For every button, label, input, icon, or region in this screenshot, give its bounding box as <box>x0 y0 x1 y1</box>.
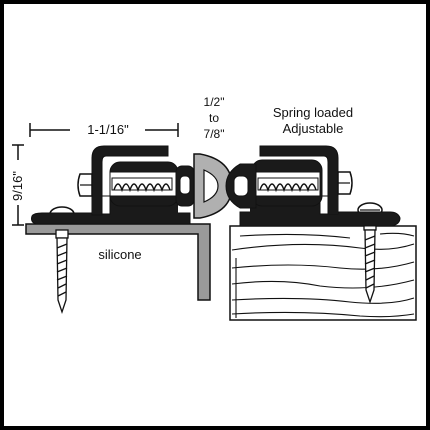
gap-label-mid: to <box>209 111 219 125</box>
silicone-label: silicone <box>98 247 141 262</box>
right-base-plate <box>239 211 401 227</box>
spring-label-line1: Spring loaded <box>273 105 353 120</box>
right-spring <box>257 177 319 193</box>
width-dimension <box>29 123 179 137</box>
right-bolt-head <box>337 171 353 195</box>
height-dimension <box>12 144 24 226</box>
gap-label-top: 1/2" <box>204 95 225 109</box>
width-dimension-label: 1-1/16" <box>87 122 129 137</box>
height-dimension-label: 9/16" <box>10 171 25 201</box>
left-spring <box>111 177 173 193</box>
steel-angle-frame <box>25 223 211 301</box>
left-bolt-head <box>77 173 93 197</box>
gap-label-bottom: 7/8" <box>204 127 225 141</box>
left-base-plate <box>31 212 191 225</box>
spring-label-line2: Adjustable <box>283 121 344 136</box>
right-screw <box>363 221 377 305</box>
left-screw <box>55 229 69 315</box>
wood-frame <box>229 225 417 321</box>
